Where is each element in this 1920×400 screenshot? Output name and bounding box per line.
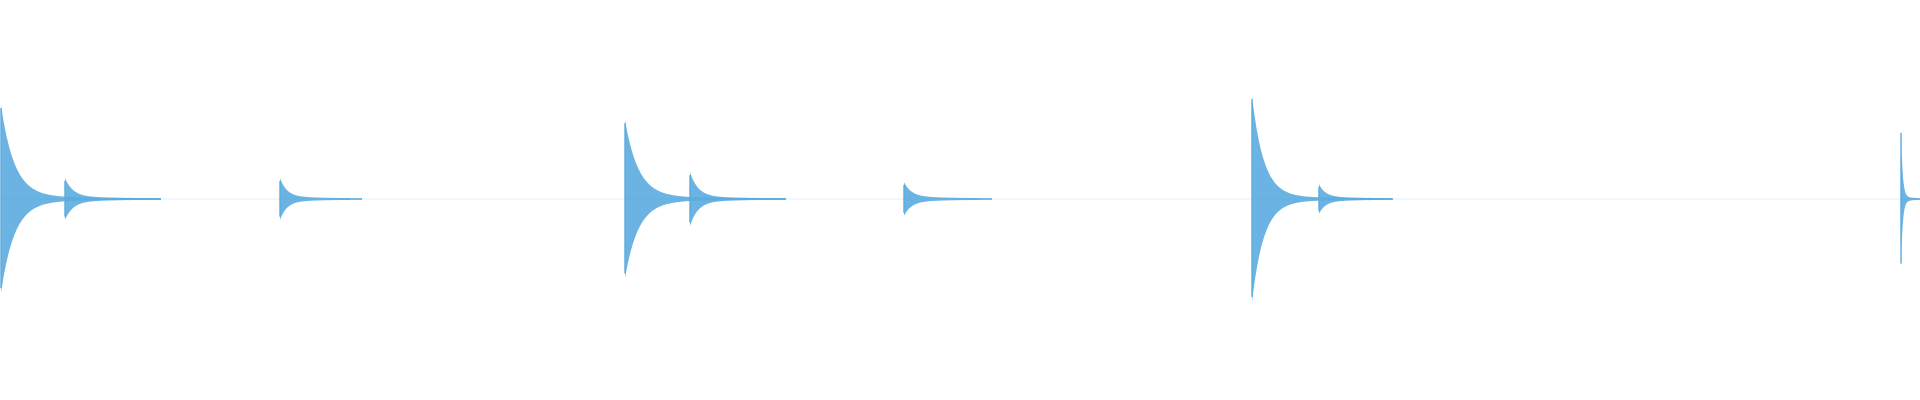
- hit-decay-envelope: [690, 172, 786, 226]
- waveform-hit-6: [903, 182, 992, 216]
- hit-decay-envelope: [904, 182, 992, 216]
- waveform-hit-9: [1900, 130, 1920, 268]
- waveform-hit-8: [1318, 184, 1393, 214]
- hit-decay-envelope: [1901, 130, 1920, 268]
- hit-decay-envelope: [280, 178, 362, 220]
- waveform-hit-3: [279, 178, 362, 220]
- waveform-hit-2: [64, 178, 161, 220]
- hit-decay-envelope: [65, 178, 161, 220]
- waveform-hit-5: [689, 172, 786, 226]
- hit-decay-envelope: [1319, 184, 1393, 214]
- waveform-hits: [0, 96, 1920, 302]
